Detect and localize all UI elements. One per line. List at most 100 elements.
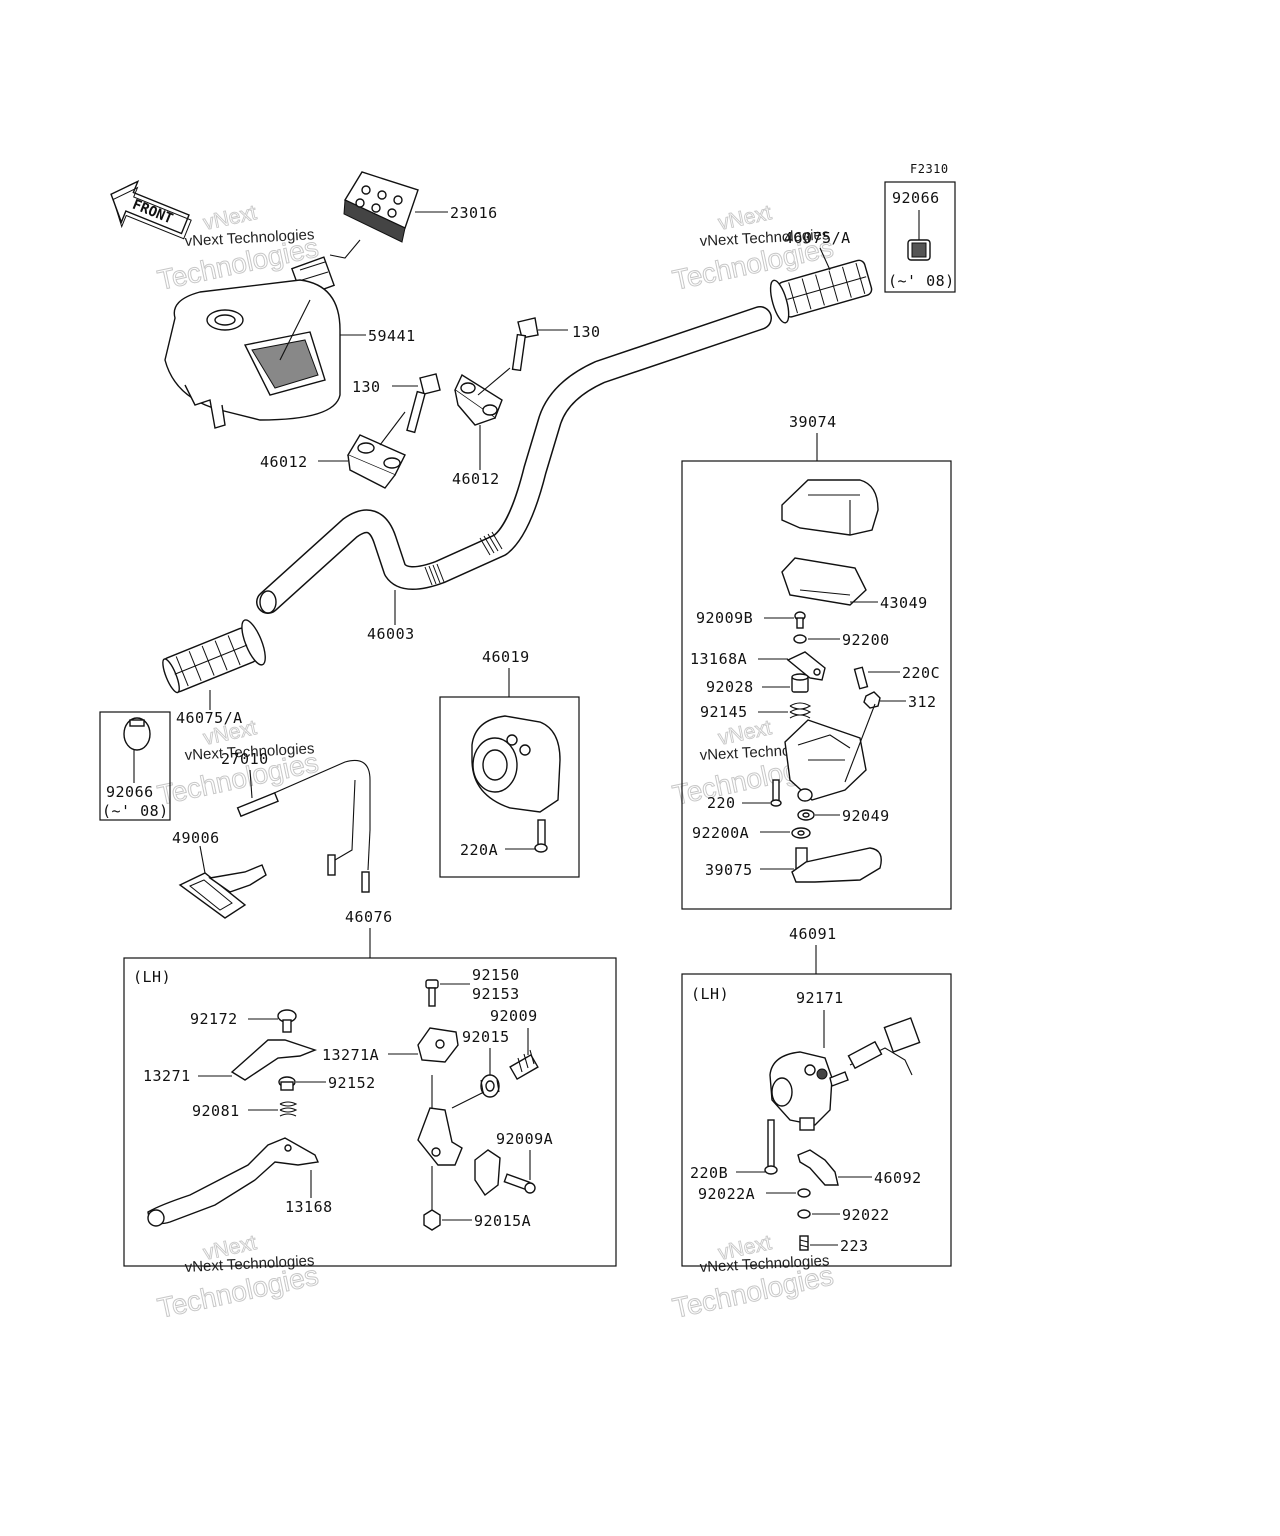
front-arrow-icon: FRONT: [110, 179, 192, 240]
nut-92015: [480, 1074, 500, 1098]
label-92022A: 92022A: [698, 1185, 755, 1203]
connector-46091: [847, 1017, 921, 1076]
sensor-49006: [178, 864, 267, 919]
figure-code: F2310: [910, 162, 949, 176]
grip-46075A-left: [162, 619, 266, 694]
label-130-left: 130: [352, 378, 381, 396]
lever-39075: [791, 847, 882, 883]
label-220: 220: [707, 794, 736, 812]
label-46003: 46003: [367, 625, 415, 643]
box-46019: [439, 696, 580, 878]
screw-92172: [277, 1009, 297, 1033]
screw-220A: [534, 819, 548, 853]
label-92015A: 92015A: [474, 1212, 531, 1230]
nut-312: [863, 691, 881, 709]
note-92066-top: (~' 08): [888, 272, 955, 290]
label-46019: 46019: [482, 648, 530, 666]
label-92009B: 92009B: [696, 609, 753, 627]
cable-27010: [236, 759, 371, 893]
bolt-130-right: [511, 317, 539, 372]
label-46012-right: 46012: [452, 470, 500, 488]
svg-text:vNext Technologies: vNext Technologies: [184, 740, 315, 764]
label-39075: 39075: [705, 861, 753, 879]
nut-92015A: [423, 1209, 441, 1231]
label-46091: 46091: [789, 925, 837, 943]
box-46091: [681, 973, 952, 1267]
label-92153: 92153: [472, 985, 520, 1003]
screw-92009B: [794, 611, 806, 629]
grip-46075A-right: [769, 259, 873, 324]
screw-223: [799, 1235, 809, 1251]
label-92171: 92171: [796, 989, 844, 1007]
label-92066-top: 92066: [892, 189, 940, 207]
label-92066-bottom: 92066: [106, 783, 154, 801]
bolt-220C: [853, 666, 869, 690]
label-92028: 92028: [706, 678, 754, 696]
svg-text:vNext Technologies: vNext Technologies: [184, 226, 315, 250]
label-23016: 23016: [450, 204, 498, 222]
bracket-body-46076: [417, 1107, 501, 1197]
spring-92081: [279, 1101, 298, 1117]
label-lh-46076: (LH): [133, 968, 171, 986]
svg-text:vNext Technologies: vNext Technologies: [184, 1252, 315, 1276]
clamp-46012-left: [346, 434, 406, 489]
cover-39074: [781, 479, 879, 536]
bolt-130-left: [406, 373, 441, 434]
label-13168A: 13168A: [690, 650, 747, 668]
label-46092: 46092: [874, 1169, 922, 1187]
label-92145: 92145: [700, 703, 748, 721]
adjuster-92009: [509, 1049, 539, 1081]
collar-92152: [278, 1076, 296, 1091]
screw-92009A: [503, 1173, 536, 1194]
box-92066-bottom: [99, 711, 171, 821]
collar-92028: [791, 673, 809, 693]
spring-92145: [789, 702, 812, 719]
label-92015: 92015: [462, 1028, 510, 1046]
lever-13168: [147, 1137, 320, 1227]
lever-46092: [797, 1149, 839, 1186]
box-92066-top: [884, 181, 956, 293]
label-49006: 49006: [172, 829, 220, 847]
bolt-92150: [425, 979, 439, 1007]
label-13271A: 13271A: [322, 1046, 379, 1064]
plate-13271: [230, 1039, 318, 1081]
label-39074: 39074: [789, 413, 837, 431]
watermark-bottom-left: vNext vNext Technologies Technologies: [154, 1231, 321, 1325]
label-27010: 27010: [221, 750, 269, 768]
label-13271: 13271: [143, 1067, 191, 1085]
svg-text:vNext Technologies: vNext Technologies: [699, 226, 830, 250]
screw-220B: [764, 1119, 778, 1175]
end-cap-92066-top: [907, 239, 931, 261]
pad-43049: [781, 557, 867, 606]
clamp-46012-right: [454, 373, 503, 426]
washer-92200A: [791, 827, 811, 839]
label-92200: 92200: [842, 631, 890, 649]
label-312: 312: [908, 693, 937, 711]
label-92172: 92172: [190, 1010, 238, 1028]
box-46076: [123, 957, 617, 1267]
label-220A: 220A: [460, 841, 498, 859]
cover-59441: [164, 279, 341, 429]
label-13168: 13168: [285, 1198, 333, 1216]
label-130-right: 130: [572, 323, 601, 341]
box-39074: [681, 460, 952, 910]
collar-92049: [797, 809, 815, 821]
label-59441: 59441: [368, 327, 416, 345]
label-92150: 92150: [472, 966, 520, 984]
label-220B: 220B: [690, 1164, 728, 1182]
washer-92022: [797, 1209, 811, 1219]
label-223: 223: [840, 1237, 869, 1255]
label-92081: 92081: [192, 1102, 240, 1120]
label-46075A-top: 46075/A: [784, 229, 851, 247]
throttle-housing-46019: [471, 715, 561, 813]
label-92152: 92152: [328, 1074, 376, 1092]
label-220C: 220C: [902, 664, 940, 682]
end-cap-92066-bottom: [123, 717, 151, 751]
label-46076: 46076: [345, 908, 393, 926]
label-92049: 92049: [842, 807, 890, 825]
label-46012-left: 46012: [260, 453, 308, 471]
label-43049: 43049: [880, 594, 928, 612]
switch-housing-46091: [769, 1051, 849, 1131]
screw-220: [770, 779, 782, 807]
